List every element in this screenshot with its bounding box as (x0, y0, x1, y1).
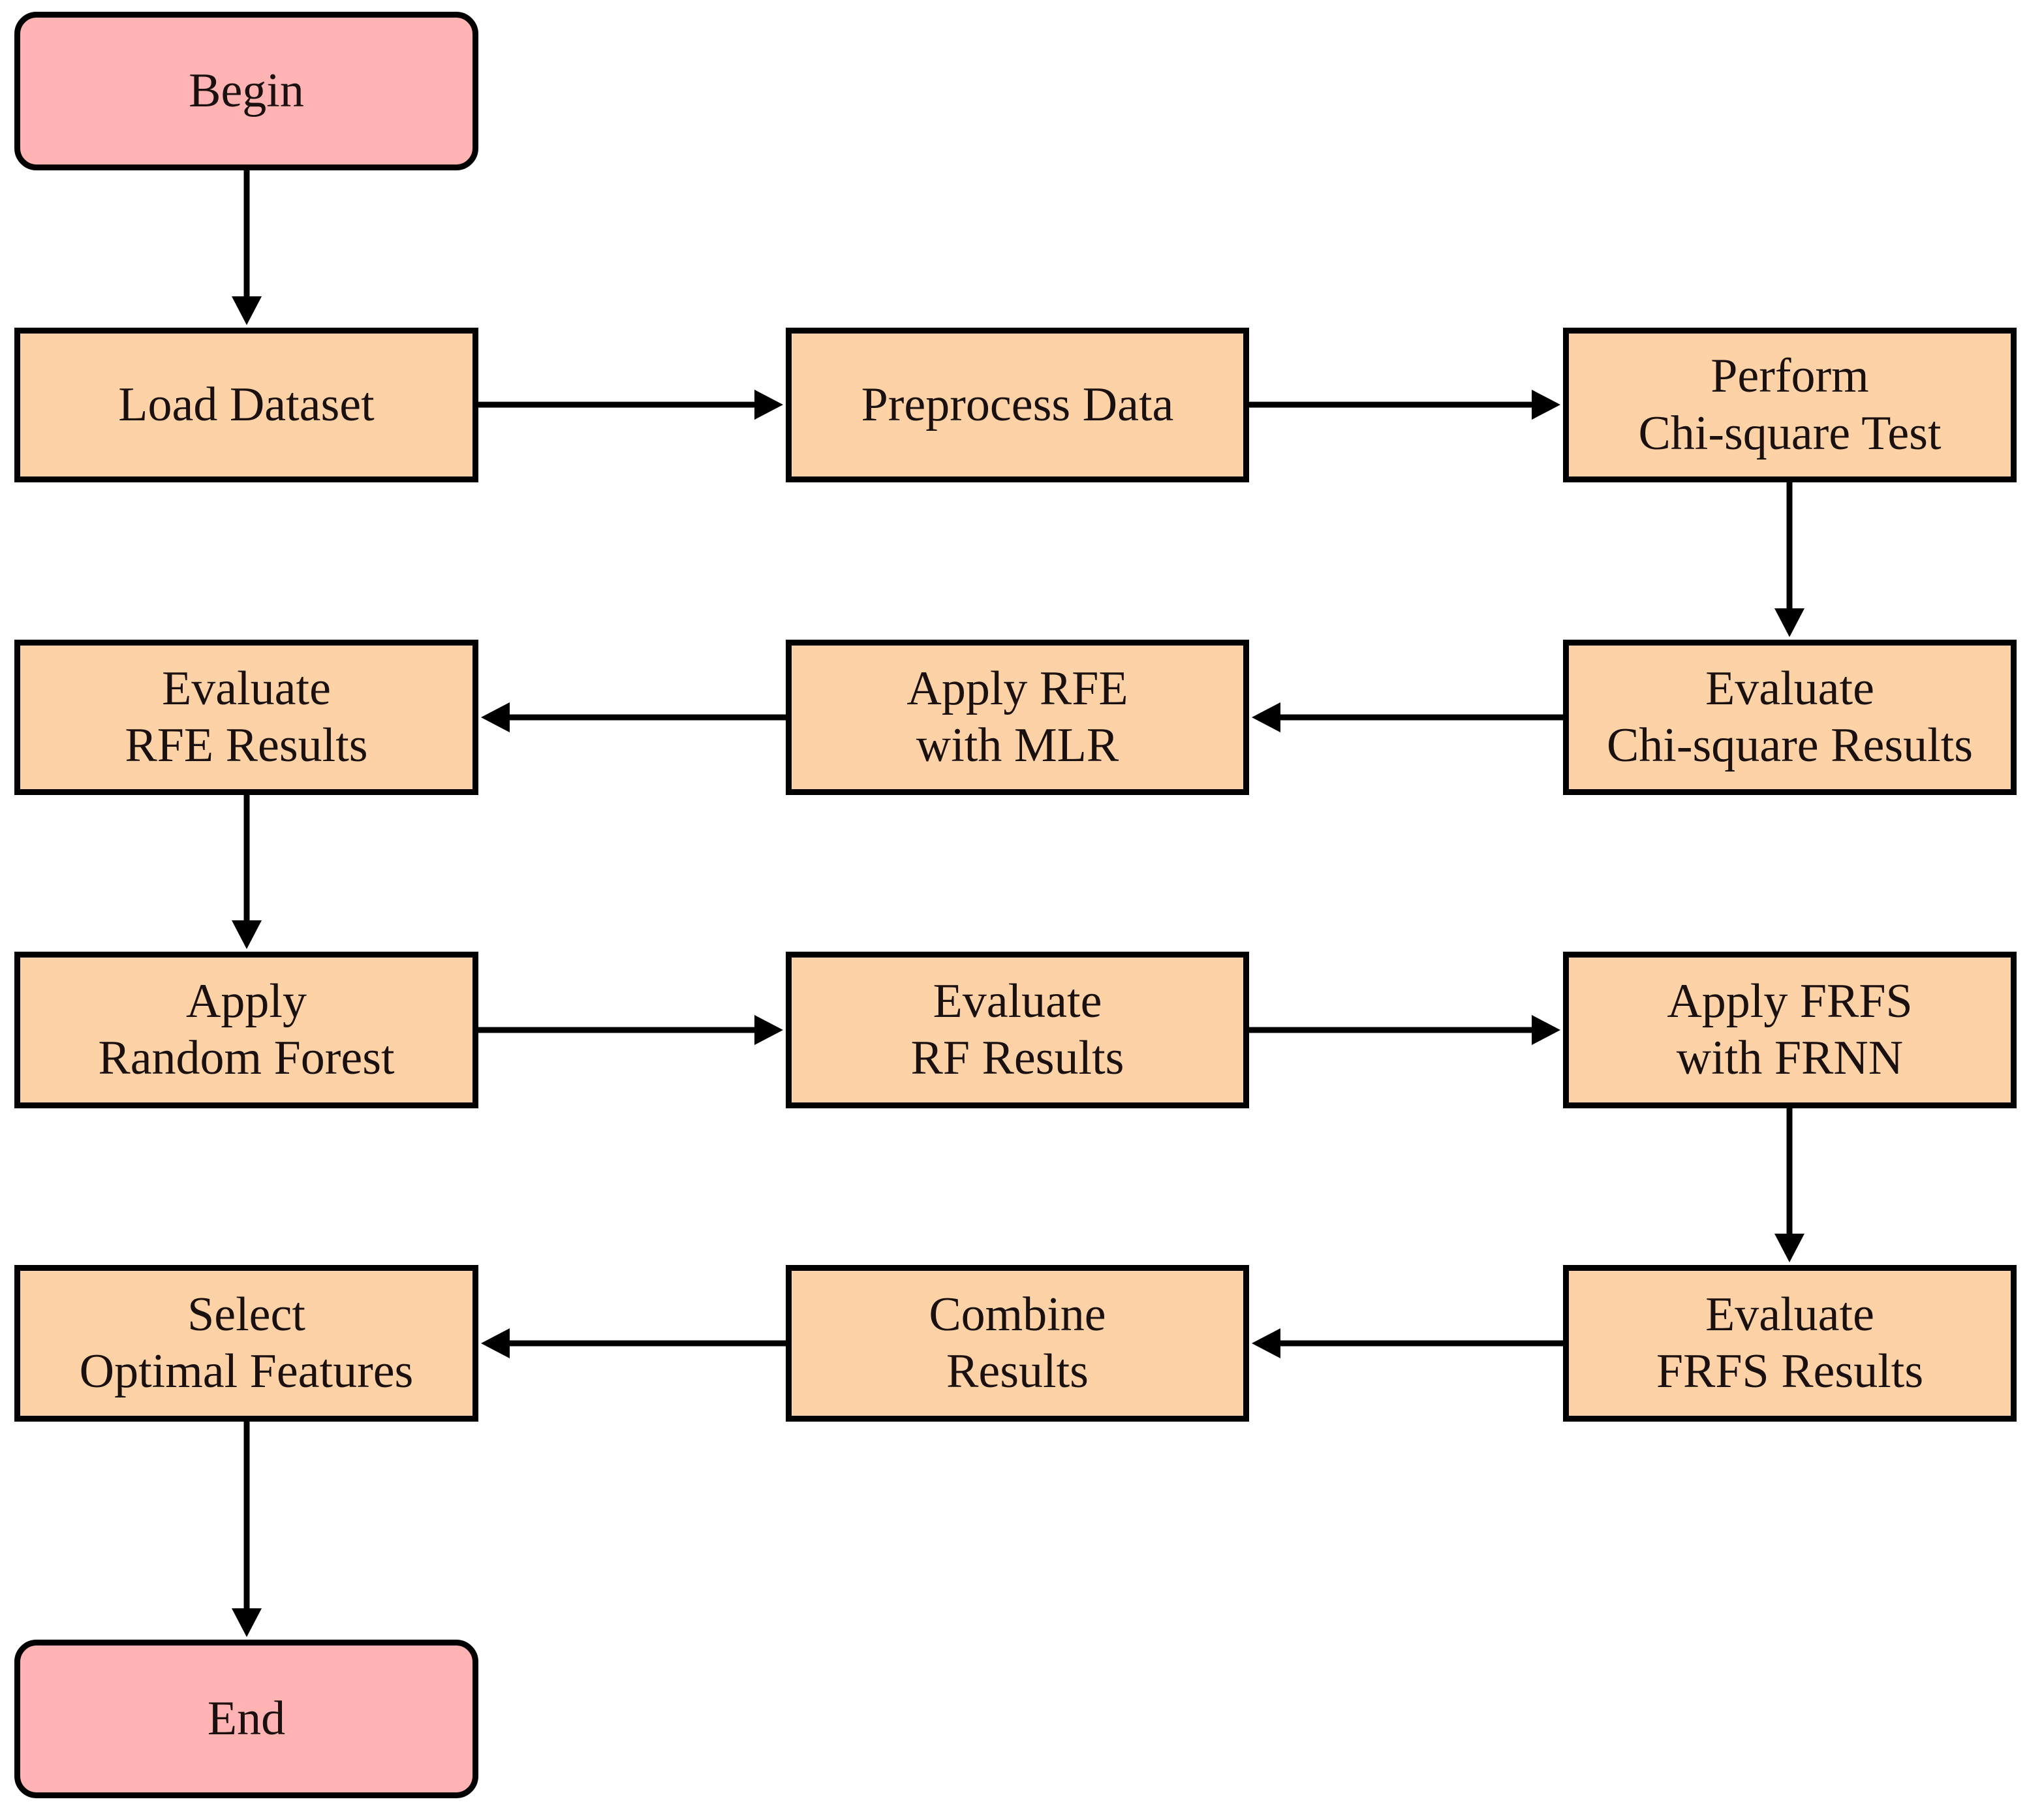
arrowhead-icon (1532, 1015, 1560, 1045)
flowchart-node-label: Perform Chi-square Test (1638, 349, 1942, 460)
flowchart-node-begin[interactable]: Begin (14, 12, 478, 170)
flowchart-node-evalfrfs[interactable]: Evaluate FRFS Results (1563, 1265, 2017, 1422)
arrowhead-icon (481, 1328, 510, 1358)
flowchart-node-label: Combine Results (929, 1287, 1106, 1398)
flowchart-node-evalrfe[interactable]: Evaluate RFE Results (14, 640, 478, 795)
flowchart-edge-evalrfe-to-rf (232, 795, 262, 949)
flowchart-node-label: End (207, 1691, 286, 1745)
arrowhead-icon (1774, 608, 1804, 637)
flowchart-node-rf[interactable]: Apply Random Forest (14, 952, 478, 1108)
flowchart-edge-preprocess-to-chisq (1249, 390, 1560, 420)
flowchart-node-label: Evaluate RF Results (910, 974, 1124, 1085)
flowchart-node-label: Evaluate FRFS Results (1656, 1287, 1924, 1398)
arrowhead-icon (1532, 390, 1560, 420)
flowchart-node-evalrf[interactable]: Evaluate RF Results (786, 952, 1249, 1108)
flowchart-edge-evalfrfs-to-combine (1252, 1328, 1563, 1358)
flowchart-edge-chisq-to-evalchisq (1774, 482, 1804, 637)
flowchart-edge-rfe-to-evalrfe (481, 702, 786, 732)
flowchart-edge-evalchisq-to-rfe (1252, 702, 1563, 732)
flowchart-node-label: Apply FRFS with FRNN (1667, 974, 1913, 1085)
arrowhead-icon (1252, 1328, 1280, 1358)
arrowhead-icon (232, 920, 262, 949)
flowchart-node-label: Preprocess Data (861, 377, 1174, 431)
flowchart-node-label: Apply RFE with MLR (906, 661, 1128, 772)
arrowhead-icon (232, 296, 262, 325)
flowchart-node-evalchisq[interactable]: Evaluate Chi-square Results (1563, 640, 2017, 795)
flowchart-edge-frfs-to-evalfrfs (1774, 1108, 1804, 1262)
arrowhead-icon (1774, 1234, 1804, 1262)
flowchart-node-label: Load Dataset (118, 377, 375, 431)
flowchart-node-frfs[interactable]: Apply FRFS with FRNN (1563, 952, 2017, 1108)
flowchart-node-label: Begin (189, 63, 304, 117)
arrowhead-icon (232, 1608, 262, 1637)
flowchart-edge-begin-to-load (232, 170, 262, 325)
arrowhead-icon (481, 702, 510, 732)
flowchart-edge-combine-to-select (481, 1328, 786, 1358)
arrowhead-icon (1252, 702, 1280, 732)
flowchart-node-load[interactable]: Load Dataset (14, 328, 478, 482)
flowchart-edge-load-to-preprocess (478, 390, 783, 420)
flowchart-node-end[interactable]: End (14, 1640, 478, 1798)
flowchart-edge-rf-to-evalrf (478, 1015, 783, 1045)
flowchart-node-chisq[interactable]: Perform Chi-square Test (1563, 328, 2017, 482)
flowchart-edge-evalrf-to-frfs (1249, 1015, 1560, 1045)
flowchart-node-combine[interactable]: Combine Results (786, 1265, 1249, 1422)
arrowhead-icon (754, 390, 783, 420)
flowchart-node-label: Select Optimal Features (79, 1287, 414, 1398)
flowchart-edge-select-to-end (232, 1422, 262, 1637)
flowchart-node-label: Evaluate RFE Results (125, 661, 368, 772)
flowchart-node-label: Evaluate Chi-square Results (1606, 661, 1974, 772)
arrowhead-icon (754, 1015, 783, 1045)
flowchart-node-rfe[interactable]: Apply RFE with MLR (786, 640, 1249, 795)
flowchart-node-preprocess[interactable]: Preprocess Data (786, 328, 1249, 482)
flowchart-node-select[interactable]: Select Optimal Features (14, 1265, 478, 1422)
flowchart-node-label: Apply Random Forest (98, 974, 395, 1085)
